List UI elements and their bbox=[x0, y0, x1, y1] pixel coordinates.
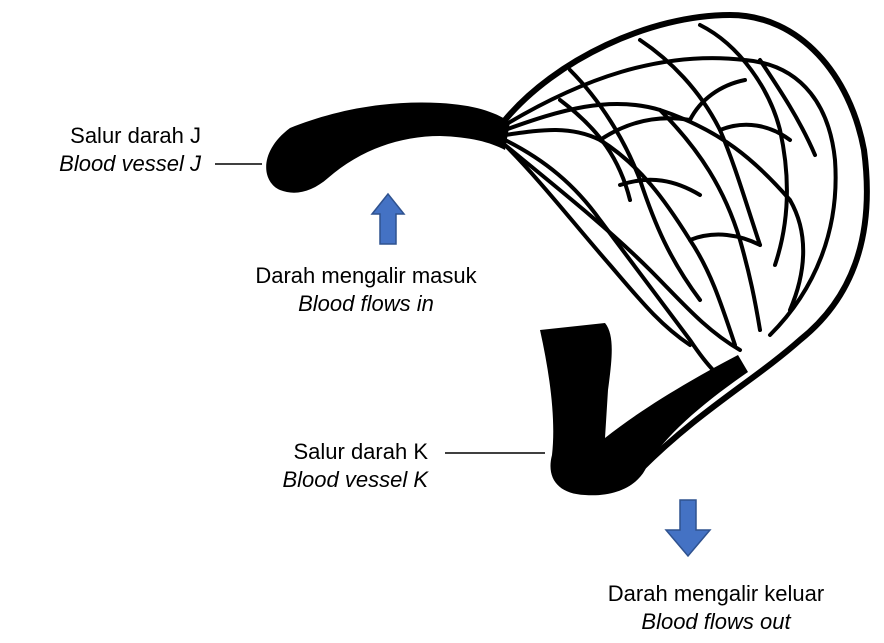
label-blood-vessel-j: Salur darah J Blood vessel J bbox=[6, 122, 201, 178]
label-blood-vessel-k-malay: Salur darah K bbox=[214, 438, 428, 466]
label-blood-vessel-k: Salur darah K Blood vessel K bbox=[214, 438, 428, 494]
label-blood-flows-out-english: Blood flows out bbox=[556, 608, 876, 636]
arrow-up-icon bbox=[372, 194, 404, 244]
label-blood-vessel-k-english: Blood vessel K bbox=[214, 466, 428, 494]
label-blood-flows-out: Darah mengalir keluar Blood flows out bbox=[556, 580, 876, 636]
blood-vessel-j bbox=[266, 103, 510, 193]
label-blood-flows-out-malay: Darah mengalir keluar bbox=[556, 580, 876, 608]
label-blood-flows-in-english: Blood flows in bbox=[196, 290, 536, 318]
label-blood-vessel-j-english: Blood vessel J bbox=[6, 150, 201, 178]
label-blood-vessel-j-malay: Salur darah J bbox=[6, 122, 201, 150]
label-blood-flows-in: Darah mengalir masuk Blood flows in bbox=[196, 262, 536, 318]
arrow-down-icon bbox=[666, 500, 710, 556]
label-blood-flows-in-malay: Darah mengalir masuk bbox=[196, 262, 536, 290]
